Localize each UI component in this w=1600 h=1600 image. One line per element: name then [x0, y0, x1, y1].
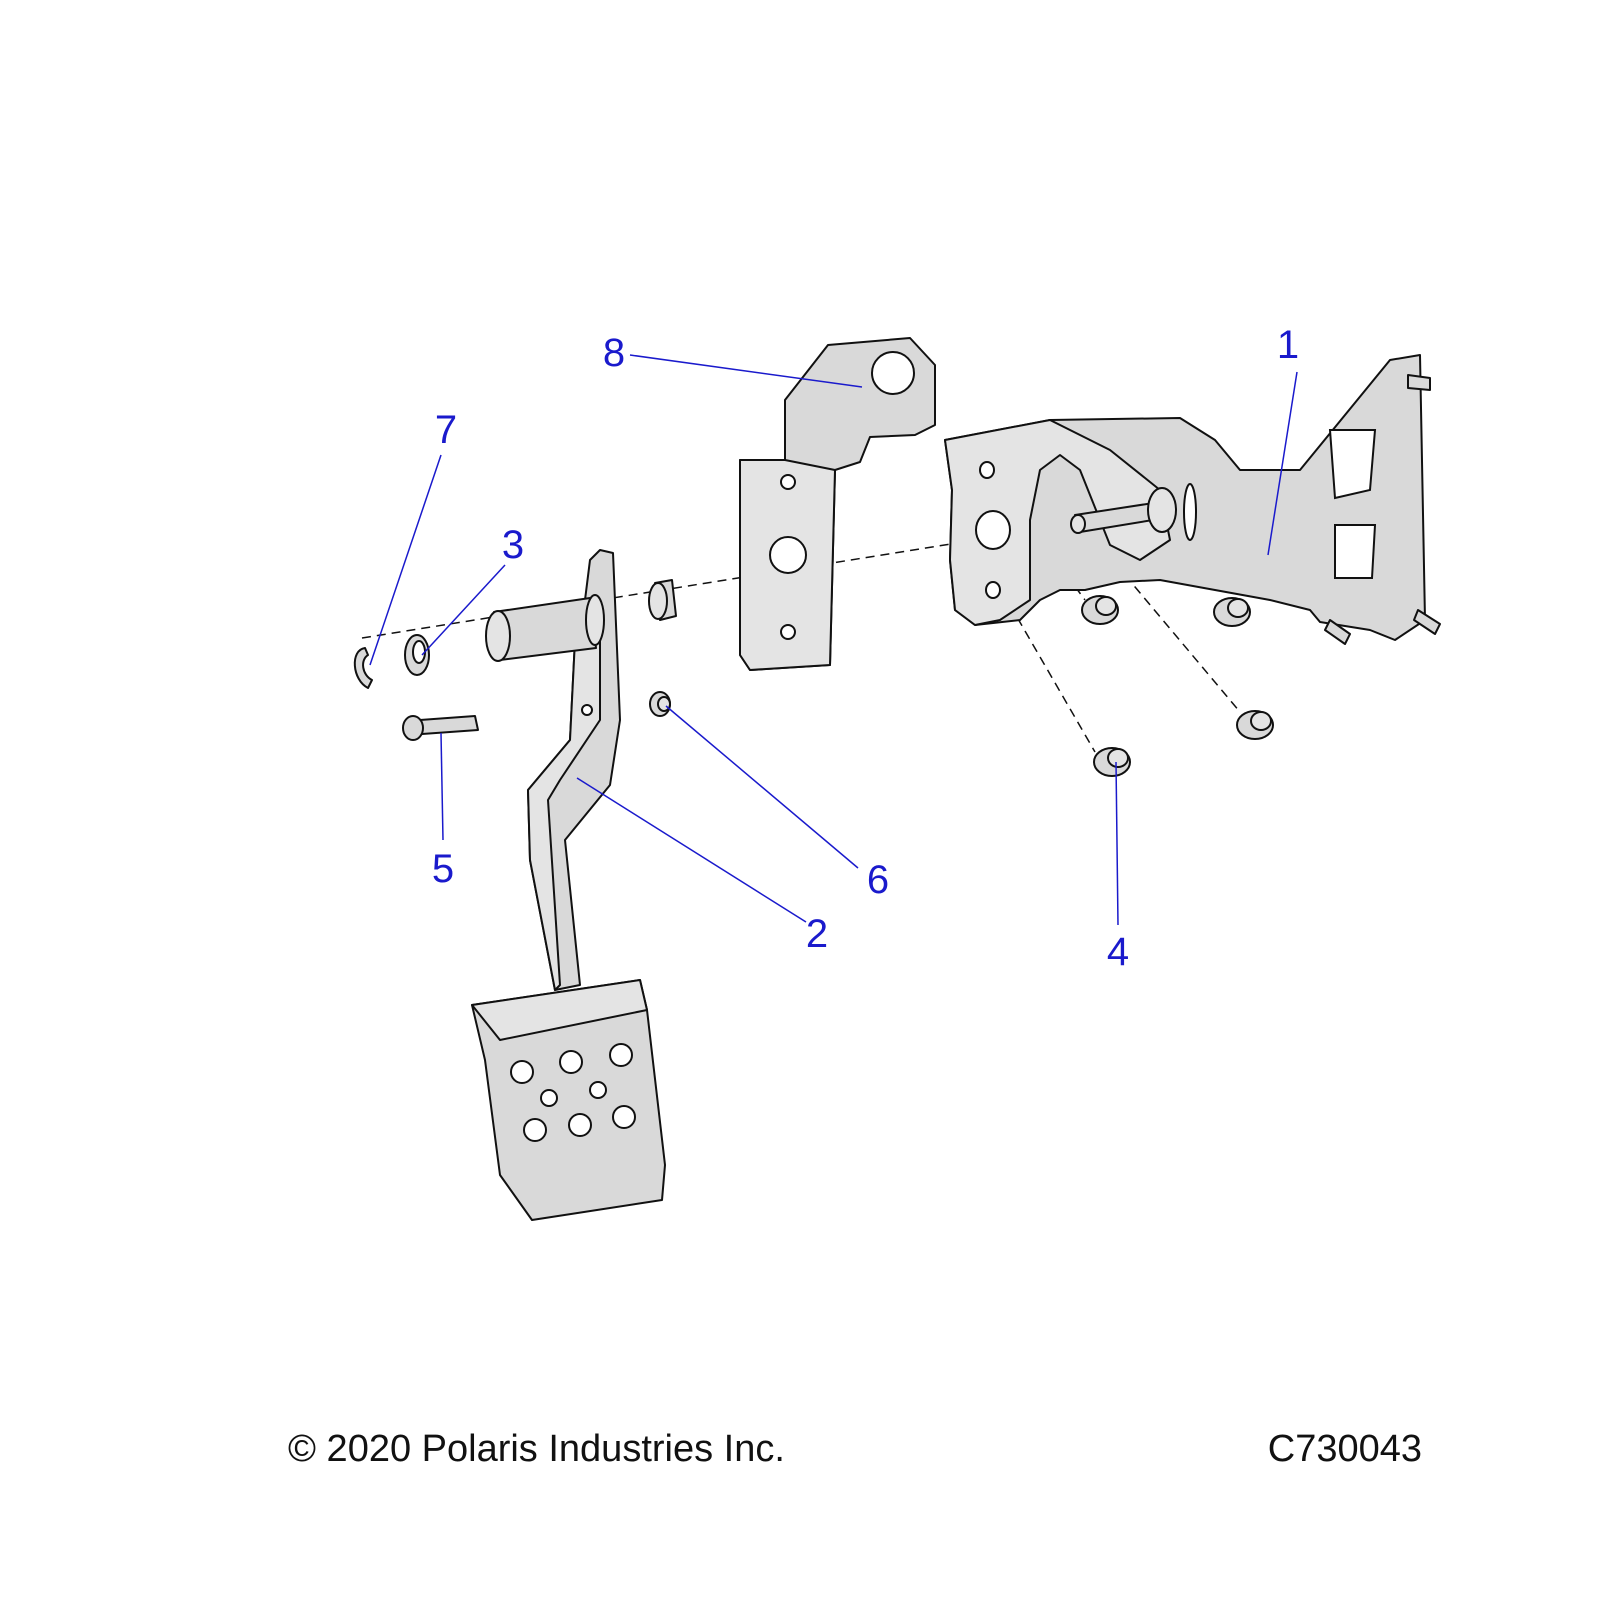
part-4-flange-nuts — [1081, 595, 1274, 777]
leader-2 — [576, 777, 807, 923]
leader-6 — [665, 705, 859, 869]
pedal-pad-holes — [510, 1043, 636, 1142]
part-3-washer — [404, 634, 430, 676]
callout-5: 5 — [432, 847, 454, 891]
callout-8: 8 — [603, 331, 625, 375]
nut — [1093, 747, 1131, 777]
callout-4: 4 — [1107, 930, 1129, 974]
copyright-notice: © 2020 Polaris Industries Inc. — [288, 1428, 785, 1470]
leader-5 — [440, 732, 444, 841]
drawing-number: C730043 — [1267, 1428, 1422, 1470]
callout-labels: 1 2 3 4 5 6 7 8 — [432, 323, 1299, 974]
callout-6: 6 — [867, 858, 889, 902]
part-1-mount-bracket — [944, 354, 1441, 645]
leader-4 — [1115, 761, 1119, 926]
nut — [1213, 597, 1251, 627]
leader-3 — [421, 564, 506, 656]
leader-8 — [629, 354, 863, 388]
part-8-stop-bracket — [739, 337, 936, 671]
callout-7: 7 — [435, 408, 457, 452]
part-6-nut — [649, 691, 671, 717]
part-2-pedal-arm — [471, 549, 666, 1221]
part-7-e-clip — [353, 647, 373, 689]
leader-lines — [369, 354, 1298, 926]
callout-3: 3 — [502, 523, 524, 567]
pivot-bushing — [648, 579, 677, 621]
part-5-bolt — [402, 715, 479, 741]
leader-1 — [1267, 371, 1298, 556]
nut — [1081, 595, 1119, 625]
callout-1: 1 — [1277, 323, 1299, 367]
nut — [1236, 710, 1274, 740]
leader-7 — [369, 454, 442, 666]
callout-2: 2 — [806, 912, 828, 956]
